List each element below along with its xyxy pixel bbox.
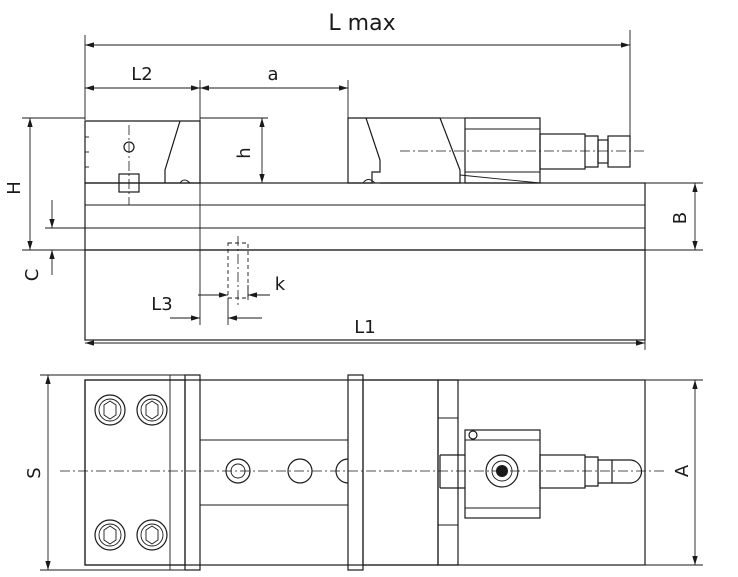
top-view: S A (24, 374, 703, 571)
lock-symbol-icon (496, 465, 508, 477)
label-b: B (670, 212, 691, 224)
label-h-lower: h (234, 147, 255, 158)
moving-jaw (347, 117, 381, 184)
spindle-lock (485, 454, 519, 488)
slot-key-hidden (227, 242, 249, 299)
moving-jaw-side (437, 379, 459, 566)
bolt (94, 519, 126, 551)
spindle-nut (597, 139, 609, 164)
label-a: a (267, 64, 278, 85)
label-k: k (275, 274, 286, 295)
spindle-stub (439, 454, 465, 489)
moving-jaw-plate (362, 379, 439, 566)
bolt (136, 519, 168, 551)
fixed-jaw-chamfer (164, 120, 181, 183)
bolt (94, 394, 126, 426)
bolt (136, 394, 168, 426)
rail-hole-inner (230, 463, 246, 479)
label-l2: L2 (131, 64, 152, 85)
jaw-bottom-slope (459, 174, 541, 184)
rail-hole-partial (335, 458, 349, 484)
moving-jaw-rim (347, 374, 364, 571)
spindle-collar (585, 135, 599, 168)
label-a-upper: A (672, 464, 693, 477)
top-body (84, 379, 646, 566)
rail-hole (287, 458, 313, 484)
spindle-housing (464, 117, 541, 184)
spindle-head-top (612, 459, 643, 484)
rail-hole (225, 458, 251, 484)
label-l-max: L max (328, 11, 395, 36)
label-s: S (24, 467, 45, 478)
grease-nipple (468, 430, 478, 440)
label-l3: L3 (151, 294, 172, 315)
label-c: C (22, 269, 43, 282)
label-l1: L1 (354, 317, 375, 338)
spindle-head (607, 135, 631, 168)
spindle-shaft-top (539, 454, 586, 489)
moving-jaw-body (366, 117, 461, 184)
fixed-jaw-rim (184, 374, 201, 571)
moving-jaw-foot (362, 179, 376, 184)
spindle-collar-top (585, 456, 599, 487)
fixed-jaw (84, 120, 201, 184)
fixed-jaw-foot (179, 179, 191, 184)
side-view: L max L2 a H C h B L3 (4, 11, 703, 350)
spindle-lock-inner (491, 460, 513, 482)
spindle-nut-top (598, 459, 613, 484)
spindle-shaft (539, 133, 586, 170)
label-h-upper: H (4, 181, 25, 195)
base-body (84, 182, 646, 251)
